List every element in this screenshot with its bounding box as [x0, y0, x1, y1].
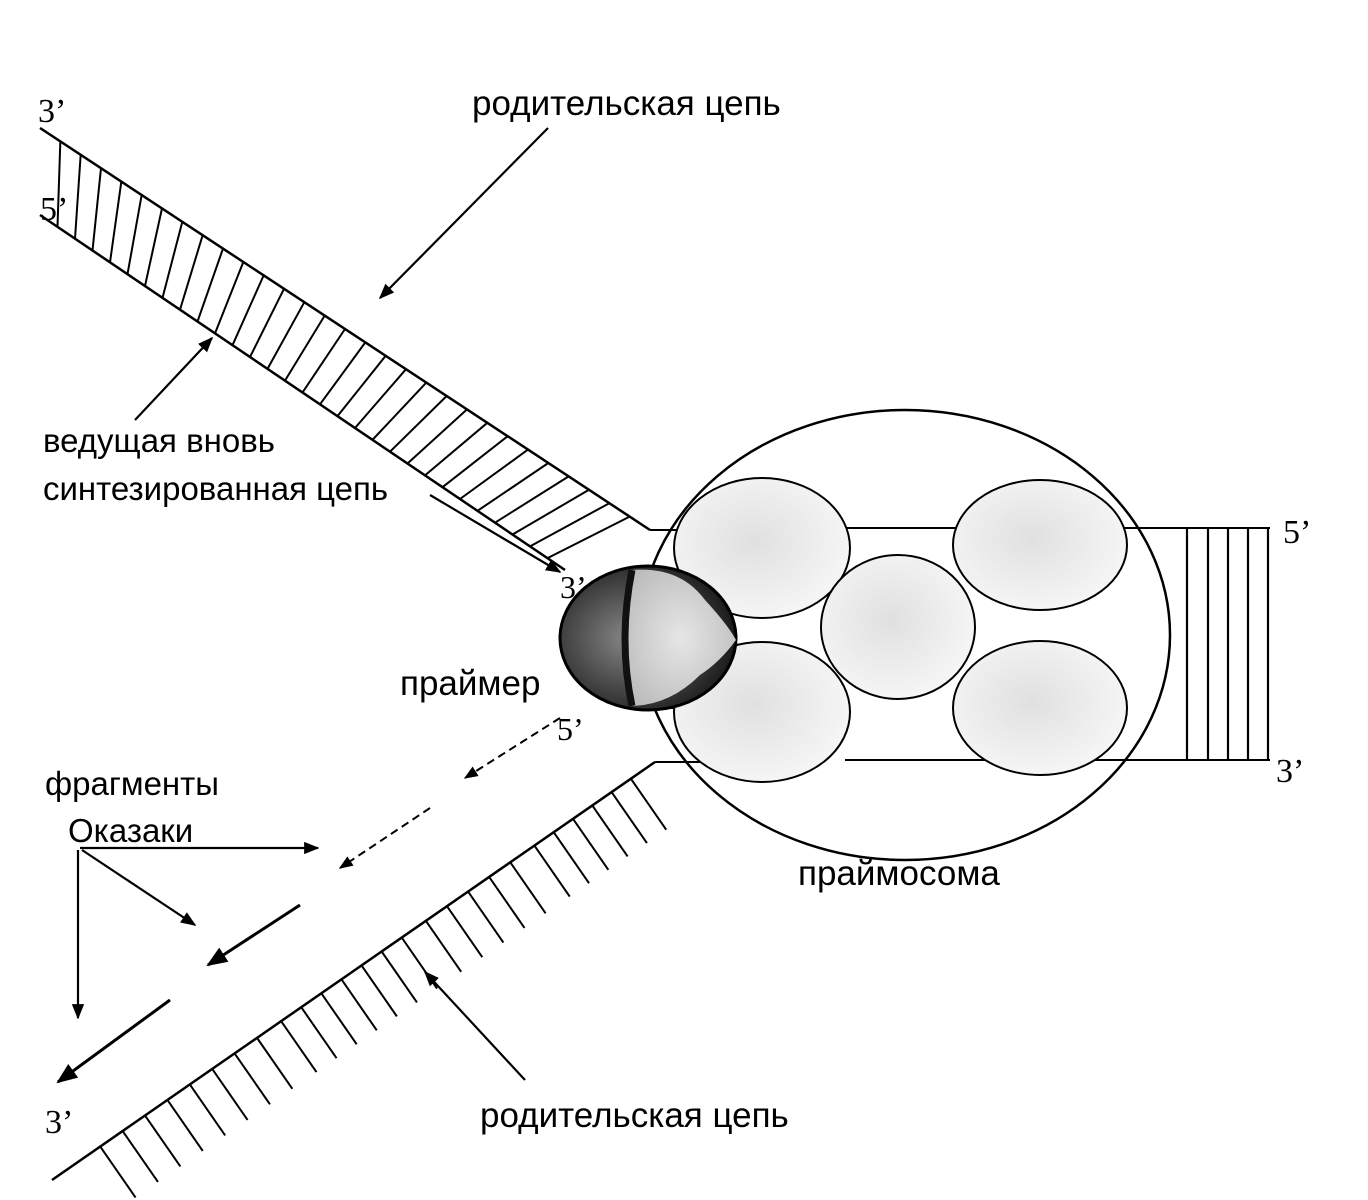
- parent-strand-bottom-arrow: [423, 970, 526, 1081]
- upper-arm: [39, 126, 651, 572]
- parent-strand-label-top: родительская цепь: [472, 84, 781, 123]
- base-pair-rung: [320, 992, 358, 1045]
- base-pair-rung: [121, 1130, 159, 1183]
- okazaki-fragment-4-arrow: [56, 998, 171, 1084]
- base-pair-rung: [406, 408, 468, 465]
- base-pair-rung: [266, 301, 306, 370]
- leading-strand-label-line2: синтезированная цепь: [43, 470, 388, 507]
- base-pair-rung: [533, 845, 571, 898]
- base-pair-rung: [380, 950, 418, 1004]
- base-pair-rung: [511, 488, 590, 536]
- base-pair-rung: [552, 831, 590, 884]
- base-pair-rung: [459, 448, 529, 500]
- base-pair-rung: [494, 475, 570, 524]
- base-pair-rung: [319, 341, 367, 405]
- base-pair-rung: [196, 248, 224, 322]
- primosome-subunit-center: [820, 554, 976, 700]
- base-pair-rung: [284, 315, 326, 382]
- primer-gap-2: [338, 807, 431, 869]
- base-pair-rung: [300, 1006, 338, 1059]
- primosome-subunit-bottom-right: [952, 640, 1128, 776]
- leading-strand-label-line1: ведущая вновь: [43, 422, 275, 459]
- base-pair-rung: [340, 978, 378, 1031]
- base-pair-rung: [354, 368, 407, 429]
- base-pair-rung: [189, 1083, 226, 1136]
- primosome-subunit-top-left: [673, 477, 851, 619]
- base-pair-rung: [126, 194, 143, 275]
- base-pair-rung: [91, 168, 102, 251]
- primer-gap-1: [463, 717, 561, 779]
- base-pair-rung: [360, 964, 398, 1017]
- leading-3-prime: 3’: [560, 569, 587, 605]
- okazaki-arrow-2: [81, 849, 197, 926]
- right-5-prime: 5’: [1283, 514, 1311, 551]
- base-pair-rung: [336, 355, 387, 417]
- base-pair-rung: [591, 804, 629, 857]
- base-pair-rung: [389, 395, 448, 453]
- base-pair-rung: [233, 1052, 271, 1105]
- bottom-3-prime: 3’: [45, 1104, 73, 1141]
- parent-strand-top-arrow: [378, 127, 549, 300]
- base-pair-rung: [488, 876, 526, 929]
- okazaki-fragment-3-arrow: [206, 903, 301, 967]
- primosome-label: праймосома: [798, 854, 1000, 893]
- base-pair-rung: [441, 435, 509, 488]
- base-pair-rung: [301, 328, 346, 394]
- base-pair-rung: [256, 1037, 294, 1090]
- base-pair-rung: [572, 818, 610, 871]
- right-3-prime: 3’: [1276, 753, 1304, 790]
- base-pair-rung: [211, 1068, 249, 1121]
- base-pair-rung: [74, 154, 82, 239]
- base-pair-rung: [231, 274, 265, 346]
- primer-light-portion: [626, 569, 736, 706]
- base-pair-rung: [109, 181, 123, 263]
- primer: [558, 564, 738, 712]
- base-pair-rung: [371, 381, 428, 441]
- primer-band: [621, 569, 636, 707]
- base-pair-rung: [424, 422, 488, 477]
- right-duplex: [1185, 528, 1270, 760]
- primosome: [638, 408, 1270, 862]
- base-pair-rung: [630, 778, 668, 831]
- upper-base-pairs: [56, 141, 631, 560]
- base-pair-rung: [249, 288, 285, 358]
- primer-label: праймер: [400, 664, 540, 703]
- base-pair-rung: [56, 141, 62, 227]
- parent-strand-label-bottom: родительская цепь: [480, 1096, 789, 1135]
- base-pair-rung: [144, 208, 163, 287]
- top-left-5-prime: 5’: [40, 191, 68, 228]
- base-pair-rung: [467, 891, 505, 944]
- base-pair-rung: [280, 1020, 318, 1073]
- leading-strand-arrow-up: [134, 336, 214, 421]
- base-pair-rung: [179, 234, 204, 310]
- okazaki-label-line1: фрагменты: [45, 765, 219, 802]
- base-pair-rung: [547, 515, 631, 560]
- right-base-pairs: [1185, 528, 1270, 760]
- leading-strand-arrow-down: [429, 494, 562, 573]
- base-pair-rung: [99, 1145, 137, 1199]
- base-pair-rung: [446, 905, 484, 958]
- okazaki-label-line2: Оказаки: [68, 812, 193, 849]
- base-pair-rung: [425, 920, 463, 973]
- base-pair-rung: [610, 791, 648, 844]
- base-pair-rung: [529, 502, 610, 548]
- base-pair-rung: [476, 462, 549, 512]
- base-pair-rung: [509, 861, 547, 914]
- top-left-3-prime: 3’: [38, 93, 66, 130]
- base-pair-rung: [166, 1099, 204, 1152]
- base-pair-rung: [161, 221, 184, 299]
- base-pair-rung: [144, 1114, 182, 1168]
- lagging-5-prime: 5’: [557, 711, 584, 747]
- primosome-subunit-top-right: [952, 479, 1128, 611]
- base-pair-rung: [214, 261, 245, 334]
